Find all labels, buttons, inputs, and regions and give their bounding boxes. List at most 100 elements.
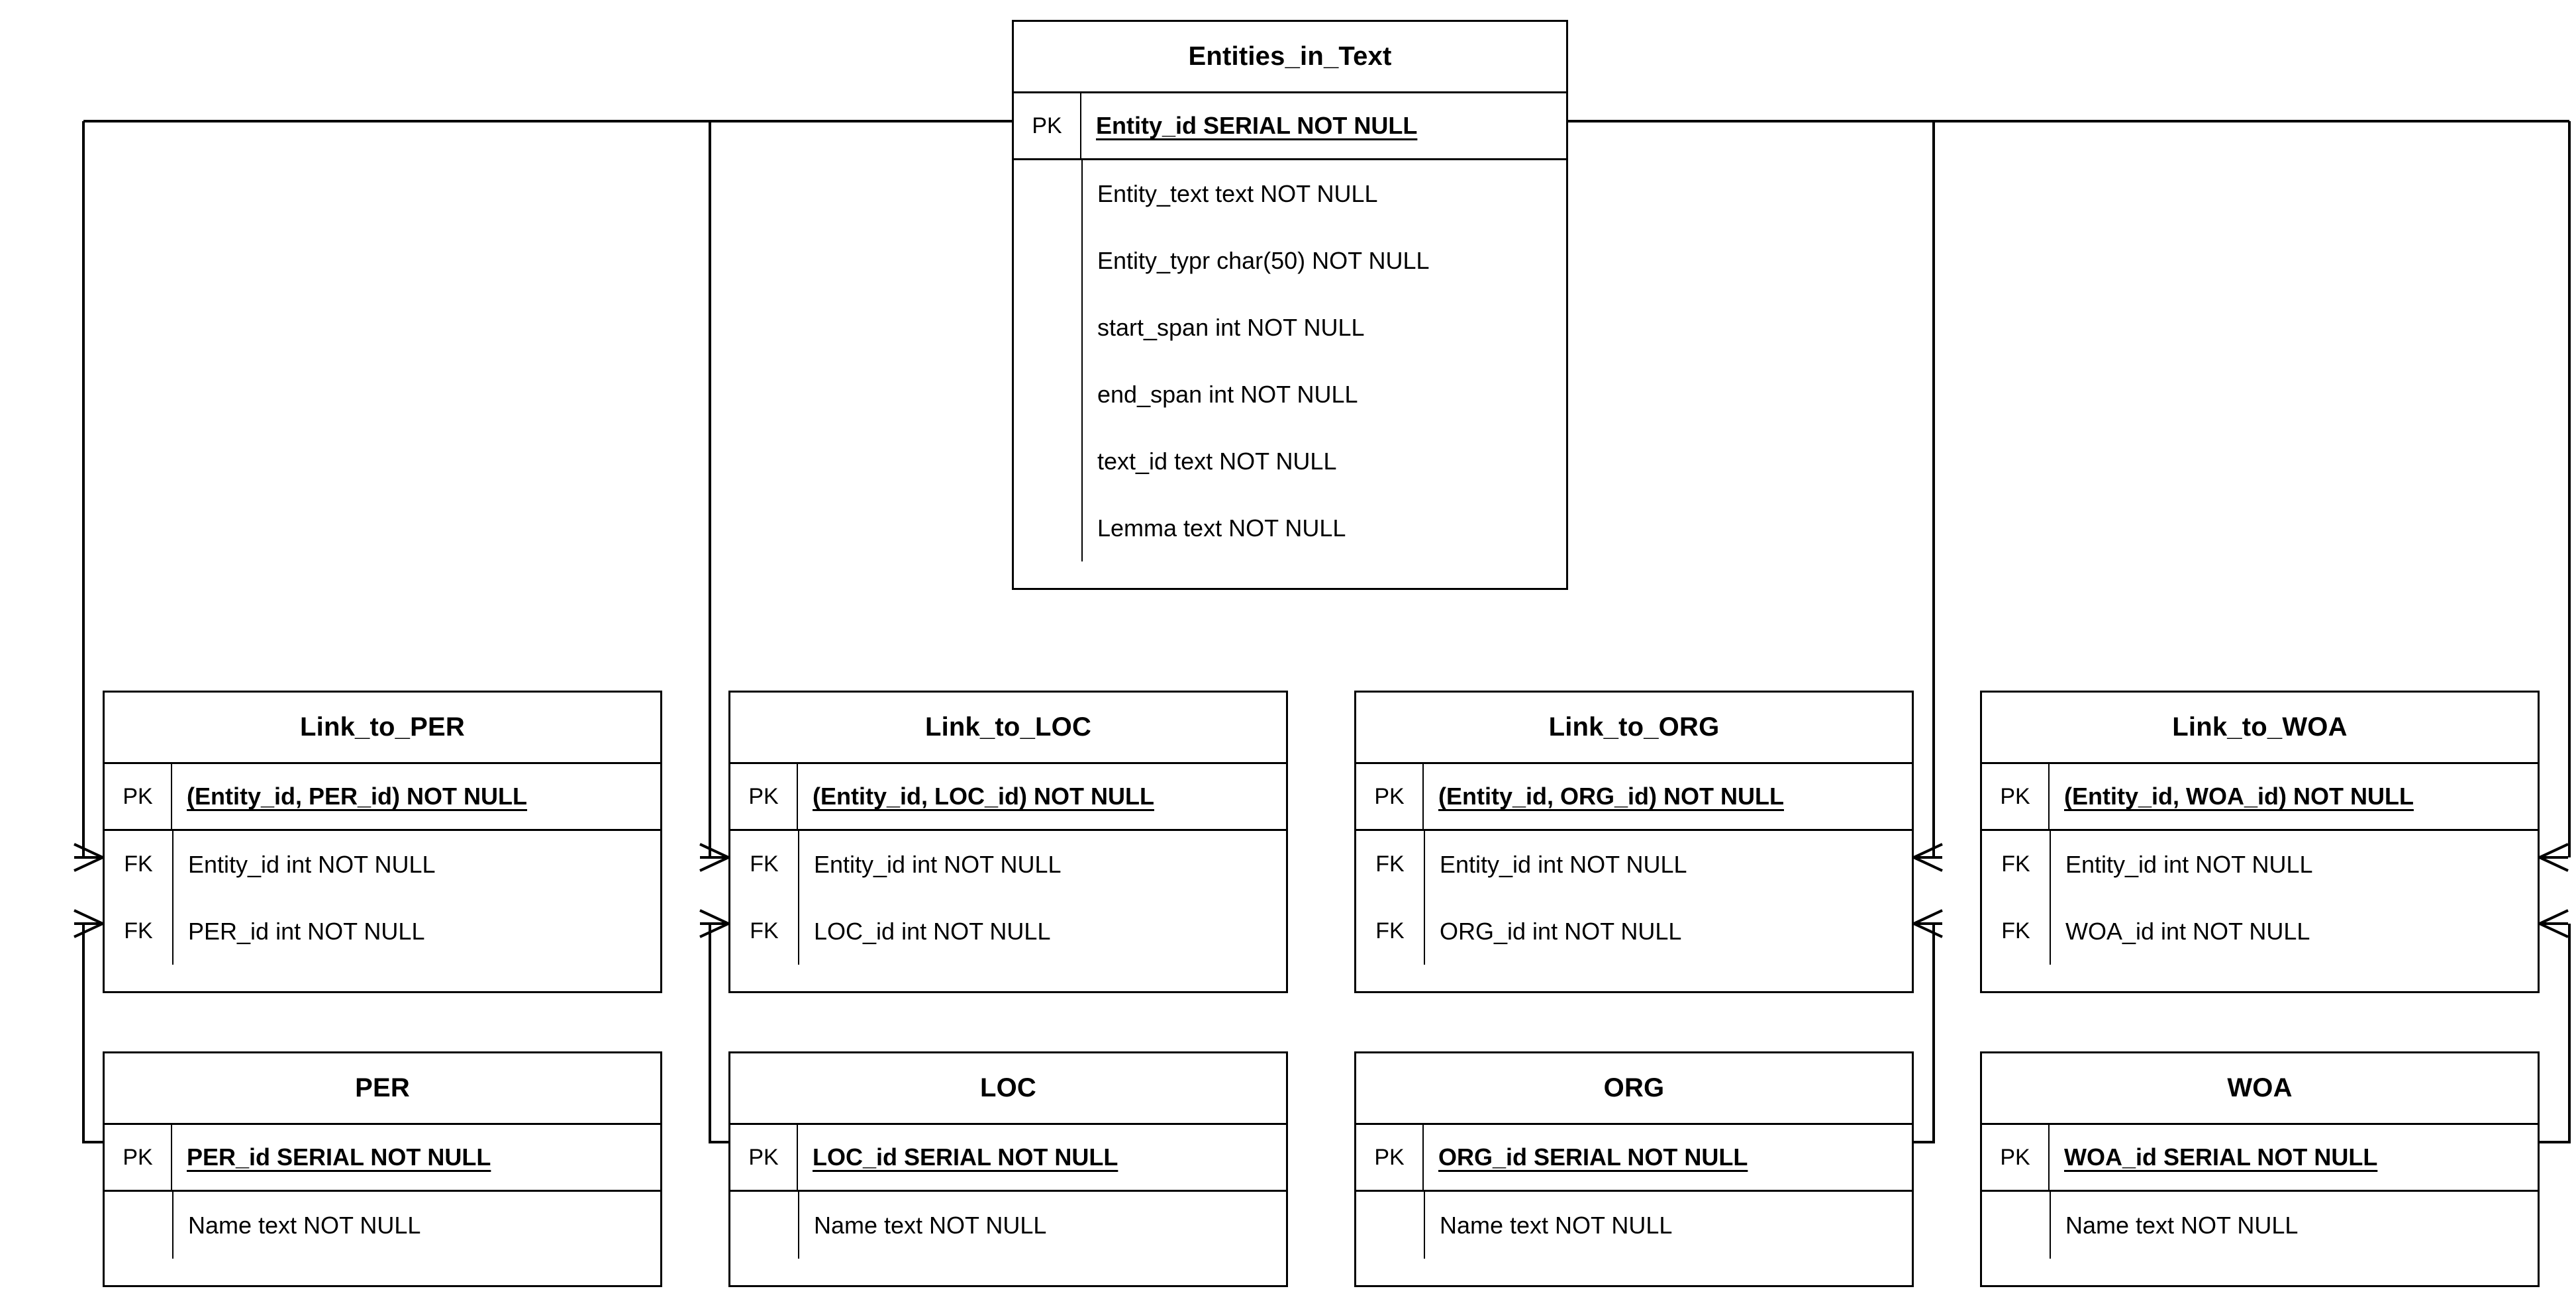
key-badge xyxy=(1014,361,1081,428)
pk-badge: PK xyxy=(105,1125,172,1190)
pk-badge: PK xyxy=(1982,764,2050,829)
attribute-label: Entity_id int NOT NULL xyxy=(798,831,1286,898)
attribute-label: Name text NOT NULL xyxy=(2050,1192,2538,1259)
table-row[interactable]: FK LOC_id int NOT NULL xyxy=(730,898,1286,965)
pk-attribute: (Entity_id, ORG_id) NOT NULL xyxy=(1438,783,1784,810)
attribute-label: ORG_id int NOT NULL xyxy=(1424,898,1912,965)
entity-org[interactable]: ORG PK ORG_id SERIAL NOT NULL Name text … xyxy=(1354,1051,1914,1287)
spacer-key xyxy=(1982,965,2050,991)
table-row[interactable]: Name text NOT NULL xyxy=(1356,1192,1912,1259)
table-row[interactable]: FK Entity_id int NOT NULL xyxy=(1982,831,2538,898)
entity-entities-in-text[interactable]: Entities_in_Text PK Entity_id SERIAL NOT… xyxy=(1012,20,1568,590)
crowfoot-per-perid xyxy=(74,909,103,938)
rel-loc-link xyxy=(709,924,728,1143)
table-row-pk[interactable]: PK (Entity_id, ORG_id) NOT NULL xyxy=(1356,764,1912,831)
table-row[interactable]: Entity_text text NOT NULL xyxy=(1014,160,1566,227)
entity-attribute-list: PK Entity_id SERIAL NOT NULL Entity_text… xyxy=(1014,93,1566,588)
attribute-label: Entity_id int NOT NULL xyxy=(1424,831,1912,898)
key-badge xyxy=(1014,294,1081,361)
crowfoot-per-entity xyxy=(74,843,103,872)
entity-link-to-org[interactable]: Link_to_ORG PK (Entity_id, ORG_id) NOT N… xyxy=(1354,691,1914,993)
table-row[interactable]: Name text NOT NULL xyxy=(730,1192,1286,1259)
entity-per[interactable]: PER PK PER_id SERIAL NOT NULL Name text … xyxy=(103,1051,662,1287)
rel-org-link xyxy=(1914,924,1935,1143)
table-row[interactable]: Entity_typr char(50) NOT NULL xyxy=(1014,227,1566,294)
spacer-key xyxy=(730,1259,798,1285)
key-badge xyxy=(730,1192,798,1259)
spacer-key xyxy=(1356,965,1424,991)
spacer-key xyxy=(730,965,798,991)
table-row[interactable]: text_id text NOT NULL xyxy=(1014,428,1566,495)
entity-title: Link_to_WOA xyxy=(1982,693,2538,764)
table-row[interactable]: FK Entity_id int NOT NULL xyxy=(1356,831,1912,898)
table-row[interactable]: FK ORG_id int NOT NULL xyxy=(1356,898,1912,965)
key-badge xyxy=(1014,428,1081,495)
rel-woa-link xyxy=(2540,924,2571,1143)
entity-link-to-per[interactable]: Link_to_PER PK (Entity_id, PER_id) NOT N… xyxy=(103,691,662,993)
entity-title: Link_to_LOC xyxy=(730,693,1286,764)
entity-title: LOC xyxy=(730,1053,1286,1125)
pk-attribute: LOC_id SERIAL NOT NULL xyxy=(813,1143,1118,1171)
table-row-pk[interactable]: PK (Entity_id, WOA_id) NOT NULL xyxy=(1982,764,2538,831)
spacer-key xyxy=(1014,561,1081,588)
entity-bottom-spacer xyxy=(1982,965,2538,991)
key-badge xyxy=(1356,1192,1424,1259)
spacer-key xyxy=(105,1259,172,1285)
entity-link-to-woa[interactable]: Link_to_WOA PK (Entity_id, WOA_id) NOT N… xyxy=(1980,691,2540,993)
entity-title: Link_to_ORG xyxy=(1356,693,1912,764)
table-row[interactable]: start_span int NOT NULL xyxy=(1014,294,1566,361)
rel-per-link xyxy=(82,924,103,1143)
entity-attribute-list: PK ORG_id SERIAL NOT NULL Name text NOT … xyxy=(1356,1125,1912,1285)
table-row[interactable]: Lemma text NOT NULL xyxy=(1014,495,1566,561)
entity-bottom-spacer xyxy=(1356,965,1912,991)
pk-badge: PK xyxy=(1356,1125,1424,1190)
table-row[interactable]: FK Entity_id int NOT NULL xyxy=(730,831,1286,898)
attribute-label: LOC_id int NOT NULL xyxy=(798,898,1286,965)
entity-loc[interactable]: LOC PK LOC_id SERIAL NOT NULL Name text … xyxy=(728,1051,1288,1287)
entity-woa[interactable]: WOA PK WOA_id SERIAL NOT NULL Name text … xyxy=(1980,1051,2540,1287)
pk-badge: PK xyxy=(1982,1125,2050,1190)
table-row-pk[interactable]: PK WOA_id SERIAL NOT NULL xyxy=(1982,1125,2538,1192)
key-badge xyxy=(1014,227,1081,294)
table-row-pk[interactable]: PK Entity_id SERIAL NOT NULL xyxy=(1014,93,1566,160)
spacer-attr xyxy=(2050,965,2538,991)
attribute-label: Entity_text text NOT NULL xyxy=(1081,160,1566,227)
table-row[interactable]: Name text NOT NULL xyxy=(105,1192,660,1259)
spacer-key xyxy=(1982,1259,2050,1285)
entity-attribute-list: PK (Entity_id, LOC_id) NOT NULL FK Entit… xyxy=(730,764,1286,991)
spacer-attr xyxy=(172,1259,660,1285)
spacer-key xyxy=(1356,1259,1424,1285)
fk-badge: FK xyxy=(1375,851,1405,877)
fk-badge: FK xyxy=(750,851,779,877)
pk-attribute: PER_id SERIAL NOT NULL xyxy=(187,1143,491,1171)
entity-title: WOA xyxy=(1982,1053,2538,1125)
table-row-pk[interactable]: PK PER_id SERIAL NOT NULL xyxy=(105,1125,660,1192)
attribute-label: end_span int NOT NULL xyxy=(1081,361,1566,428)
table-row[interactable]: FK WOA_id int NOT NULL xyxy=(1982,898,2538,965)
entity-title: PER xyxy=(105,1053,660,1125)
table-row[interactable]: end_span int NOT NULL xyxy=(1014,361,1566,428)
attribute-label: PER_id int NOT NULL xyxy=(172,898,660,965)
attribute-label: start_span int NOT NULL xyxy=(1081,294,1566,361)
entity-link-to-loc[interactable]: Link_to_LOC PK (Entity_id, LOC_id) NOT N… xyxy=(728,691,1288,993)
table-row[interactable]: Name text NOT NULL xyxy=(1982,1192,2538,1259)
entity-attribute-list: PK WOA_id SERIAL NOT NULL Name text NOT … xyxy=(1982,1125,2538,1285)
table-row-pk[interactable]: PK ORG_id SERIAL NOT NULL xyxy=(1356,1125,1912,1192)
pk-attribute: WOA_id SERIAL NOT NULL xyxy=(2064,1143,2378,1171)
pk-badge: PK xyxy=(730,764,798,829)
table-row-pk[interactable]: PK (Entity_id, LOC_id) NOT NULL xyxy=(730,764,1286,831)
crowfoot-loc-entity xyxy=(699,843,729,872)
pk-attribute: Entity_id SERIAL NOT NULL xyxy=(1096,112,1418,139)
table-row[interactable]: FK PER_id int NOT NULL xyxy=(105,898,660,965)
spacer-attr xyxy=(1081,561,1566,588)
table-row-pk[interactable]: PK (Entity_id, PER_id) NOT NULL xyxy=(105,764,660,831)
spacer-key xyxy=(105,965,172,991)
attribute-label: Lemma text NOT NULL xyxy=(1081,495,1566,561)
table-row-pk[interactable]: PK LOC_id SERIAL NOT NULL xyxy=(730,1125,1286,1192)
entity-title: Entities_in_Text xyxy=(1014,22,1566,93)
attribute-label: WOA_id int NOT NULL xyxy=(2050,898,2538,965)
attribute-label: Name text NOT NULL xyxy=(172,1192,660,1259)
crowfoot-org-entity xyxy=(1913,843,1943,872)
table-row[interactable]: FK Entity_id int NOT NULL xyxy=(105,831,660,898)
